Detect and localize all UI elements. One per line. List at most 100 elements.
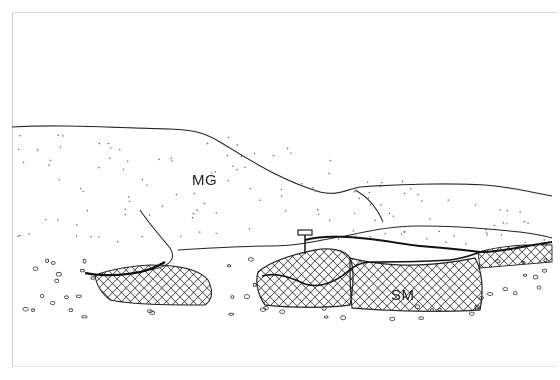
stipple-dot (393, 216, 394, 217)
hatched-block-right (350, 258, 482, 311)
stipple-dot (142, 179, 143, 180)
stipple-dot (125, 214, 126, 215)
stipple-dot (176, 194, 177, 195)
stipple-dot (123, 169, 124, 170)
unit-label-mg: MG (192, 172, 217, 189)
stipple-dot (196, 209, 197, 210)
stipple-dot (453, 235, 454, 236)
stipple-dot (500, 209, 501, 210)
stipple-dot (260, 200, 261, 201)
stipple-dot (368, 197, 369, 198)
stipple-dot (355, 236, 356, 237)
pebble-mark (51, 302, 55, 305)
stipple-dot (370, 204, 371, 205)
stipple-dot (367, 182, 368, 183)
stipple-dot (380, 186, 381, 187)
stipple-dot (354, 213, 355, 214)
stipple-dot (149, 214, 150, 215)
pebble-mark (244, 295, 249, 299)
stipple-dot (98, 167, 99, 168)
stipple-dot (110, 147, 111, 148)
pebble-mark (91, 277, 95, 280)
pebble-mark (390, 317, 395, 320)
stipple-dot (519, 211, 520, 212)
stipple-dot (448, 199, 449, 200)
stipple-dot (244, 167, 245, 168)
stipple-dot (385, 233, 386, 234)
stipple-dot (369, 236, 370, 237)
stipple-dot (330, 160, 331, 161)
pebble-mark (280, 310, 285, 314)
pebble-mark (229, 313, 234, 315)
pebble-mark (76, 295, 81, 297)
stipple-dot (50, 160, 51, 161)
pebble-mark (55, 279, 59, 282)
stipple-dot (162, 205, 163, 206)
pebble-mark (80, 269, 84, 272)
stipple-dot (45, 219, 46, 220)
stipple-dot (48, 164, 49, 165)
stipple-texture (17, 135, 545, 246)
pebble-mark (470, 312, 475, 315)
pebble-mark (46, 259, 49, 262)
stipple-dot (82, 191, 83, 192)
stipple-dot (328, 173, 329, 174)
stipple-dot (402, 181, 403, 182)
stipple-dot (524, 221, 525, 222)
pebble-mark (51, 262, 55, 265)
stipple-dot (17, 236, 18, 237)
stipple-dot (80, 188, 81, 189)
stipple-dot (37, 149, 38, 150)
mg-step-contour (355, 190, 383, 222)
stipple-dot (158, 159, 159, 160)
stipple-dot (338, 238, 339, 239)
stipple-dot (90, 236, 91, 237)
unit-label-sm: SM (391, 287, 415, 304)
stipple-dot (241, 156, 242, 157)
stipple-dot (287, 148, 288, 149)
stipple-dot (76, 224, 77, 225)
stipple-dot (207, 143, 208, 144)
stipple-dot (194, 193, 195, 194)
pebble-mark (341, 316, 346, 320)
stipple-dot (506, 223, 507, 224)
stipple-dot (109, 158, 110, 159)
stipple-dot (250, 188, 251, 189)
stipple-dot (401, 233, 402, 234)
stipple-dot (281, 196, 282, 197)
stipple-dot (281, 189, 282, 190)
hatched-units (85, 237, 552, 312)
pebble-mark (503, 288, 508, 291)
stipple-dot (141, 236, 142, 237)
stipple-dot (146, 185, 147, 186)
stipple-dot (87, 210, 88, 211)
stipple-dot (317, 209, 318, 210)
stipple-dot (486, 232, 487, 233)
pebble-mark (537, 286, 541, 289)
stipple-dot (475, 204, 476, 205)
stipple-dot (404, 193, 405, 194)
pebble-mark (40, 294, 43, 297)
stipple-dot (20, 135, 21, 136)
stipple-dot (216, 233, 217, 234)
stipple-dot (232, 166, 233, 167)
stipple-dot (404, 232, 405, 233)
stipple-dot (410, 188, 411, 189)
pebble-mark (56, 272, 61, 276)
stipple-dot (290, 153, 291, 154)
mg-deposit (12, 126, 552, 270)
stipple-dot (59, 179, 60, 180)
pebble-mark (419, 317, 424, 320)
stipple-dot (429, 218, 430, 219)
stipple-dot (381, 182, 382, 183)
pebble-mark (324, 316, 328, 318)
hatched-block-left (95, 265, 212, 305)
mg-inner-contour (140, 210, 173, 270)
stipple-dot (228, 180, 229, 181)
stipple-dot (329, 220, 330, 221)
mg-top-outline (12, 126, 552, 196)
stipple-dot (374, 220, 375, 221)
stipple-dot (128, 196, 129, 197)
stipple-dot (353, 230, 354, 231)
stipple-dot (62, 135, 63, 136)
